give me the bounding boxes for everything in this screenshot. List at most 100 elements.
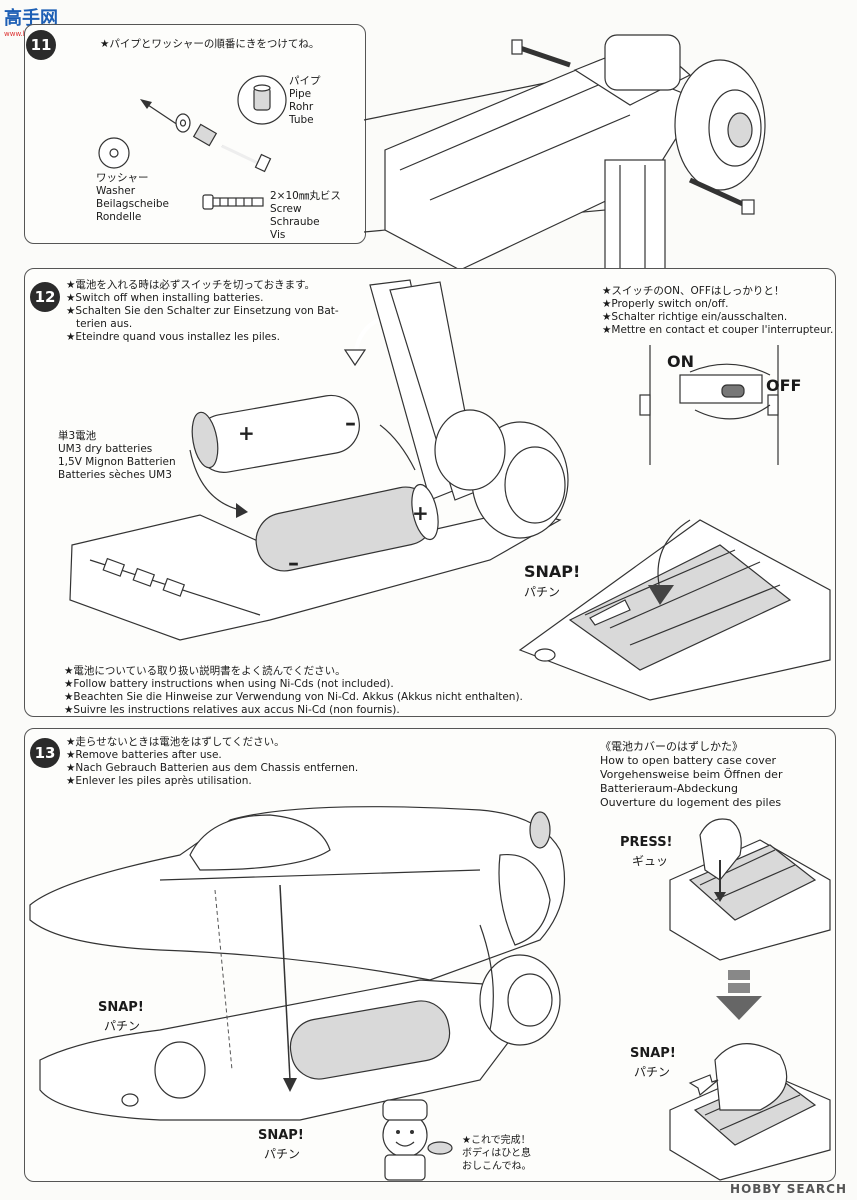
open-arrow-icon [343,349,367,367]
switch-knob [721,384,745,398]
plus-sign-2: + [412,501,429,525]
step-12-note-de2: terien aus. [76,318,133,330]
screw-label-en: Screw [270,203,302,215]
step-12-badge: 12 [30,282,60,312]
minus-sign-2: – [288,551,299,576]
completion-line-3: おしこんでね。 [462,1161,532,1172]
hand-icon [714,1043,788,1111]
battery-label: 単3電池 UM3 dry batteries 1,5V Mignon Batte… [58,430,176,482]
pipe-label-de: Rohr [289,101,314,113]
battery-label-fr: Batteries sèches UM3 [58,469,172,481]
step-12-note-en: ★Switch off when installing batteries. [66,292,264,304]
chassis-step13 [39,954,561,1121]
chassis-step12 [69,279,569,641]
battery-label-de: 1,5V Mignon Batterien [58,456,176,468]
screw-label-de: Schraube [270,216,320,228]
slide-arrow-icon [589,599,631,626]
step-13-notes: ★走らせないときは電池をはずしてください。 ★Remove batteries … [66,736,358,788]
washer-label-en: Washer [96,185,136,197]
arrow-head-icon [140,99,152,109]
cover-heading-jp: 《電池カバーのはずしかた》 [600,740,743,753]
completion-line-1: ★これで完成！ [462,1135,531,1146]
screw-part [221,144,272,173]
press-inset [669,818,831,961]
switch-notes: ★スイッチのON、OFFはしっかりと！ ★Properly switch on/… [602,285,833,337]
pipe-label: パイプ Pipe Rohr Tube [289,75,321,127]
completion-line-2: ボディはひと息 [462,1148,531,1159]
snap-left-jp: パチン [104,1019,141,1033]
step-13-snap-right: SNAP! パチン [630,1046,676,1080]
screw-label-fr: Vis [270,229,286,241]
screw-label: 2×10㎜丸ビス Screw Schraube Vis [270,190,341,242]
battery-upper [191,394,360,473]
nicd-notes: ★電池についている取り扱い説明書をよく読んでください。 ★Follow batt… [64,665,523,717]
switch-off-label: OFF [766,376,802,395]
plus-sign: + [238,421,255,445]
mascot-figure [382,1099,453,1181]
snap-right-jp: パチン [634,1065,671,1079]
hobby-search-watermark: HOBBY SEARCH [730,1182,847,1196]
step-13-press: PRESS! ギュッ [620,835,673,869]
step-12-snap: SNAP! パチン [524,562,580,600]
cover-heading-de2: Batterieraum-Abdeckung [600,782,738,795]
screw-detail [202,194,264,210]
press-text-jp: ギュッ [632,854,669,868]
switch-note-jp: ★スイッチのON、OFFはしっかりと！ [602,285,785,297]
push-arrow-icon [688,1074,719,1097]
pipe-label-en: Pipe [289,88,312,100]
pipe-part [192,123,218,147]
step-12-snap-text: SNAP! [524,562,581,581]
step-12-notes: ★電池を入れる時は必ずスイッチを切っておきます。 ★Switch off whe… [66,279,339,344]
snap-down-arrow-icon [283,1078,297,1092]
switch-note-de: ★Schalter richtige ein/ausschalten. [602,311,788,323]
site-logo-text: 高手网 [4,8,58,29]
step-12-snap-jp: パチン [524,585,561,599]
step-11-badge: 11 [26,30,56,60]
step-13-note-de: ★Nach Gebrauch Batterien aus dem Chassis… [66,762,359,774]
press-down-arrow-icon [648,585,674,605]
motor-part [154,1041,206,1099]
pipe-label-jp: パイプ [289,75,321,87]
washer-label-jp: ワッシャー [96,172,149,184]
switch-inset [639,345,779,465]
nicd-note-en: ★Follow battery instructions when using … [64,678,394,690]
step-13-snap-center: SNAP! パチン [258,1128,304,1162]
snap-center-text: SNAP! [258,1128,304,1143]
snap-left-text: SNAP! [98,1000,144,1015]
battery-case [289,1000,451,1080]
step-13-badge: 13 [30,738,60,768]
step-13-note-fr: ★Enlever les piles après utilisation. [66,775,252,787]
washer-label-de: Beilagscheibe [96,198,169,210]
battery-label-jp: 単3電池 [58,430,97,442]
battery-cover-snap [518,519,831,701]
cover-heading-en: How to open battery case cover [600,754,776,767]
cover-heading-fr: Ouverture du logement des piles [600,796,782,809]
step-12-note-de1: ★Schalten Sie den Schalter zur Einsetzun… [66,305,339,317]
switch-on-label: ON [667,352,694,371]
nicd-note-de: ★Beachten Sie die Hinweise zur Verwendun… [64,691,523,703]
step-11-note: ★パイプとワッシャーの順番にきをつけてね。 [100,38,320,50]
snap-right-text: SNAP! [630,1046,676,1061]
completion-note: ★これで完成！ ボディはひと息 おしこんでね。 [462,1134,532,1173]
step-13-note-en: ★Remove batteries after use. [66,749,222,761]
minus-sign: – [345,411,356,436]
cover-open-heading: 《電池カバーのはずしかた》 How to open battery case c… [600,740,782,810]
screw-bottom [688,177,755,215]
nicd-note-fr: ★Suivre les instructions relatives aux a… [64,704,400,716]
washer-label-fr: Rondelle [96,211,142,223]
screw-label-size: 2×10㎜丸ビス [270,190,341,202]
snap-center-jp: パチン [264,1147,301,1161]
finger-icon [699,818,742,881]
press-text: PRESS! [620,835,673,850]
switch-note-en: ★Properly switch on/off. [602,298,729,310]
pipe-label-fr: Tube [289,114,314,126]
nicd-note-jp: ★電池についている取り扱い説明書をよく読んでください。 [64,665,346,677]
washer-label: ワッシャー Washer Beilagscheibe Rondelle [96,172,169,224]
step-13-note-jp: ★走らせないときは電池をはずしてください。 [66,736,285,748]
car-body-shell [29,806,566,981]
snap-inset [669,1043,831,1181]
battery-label-en: UM3 dry batteries [58,443,153,455]
